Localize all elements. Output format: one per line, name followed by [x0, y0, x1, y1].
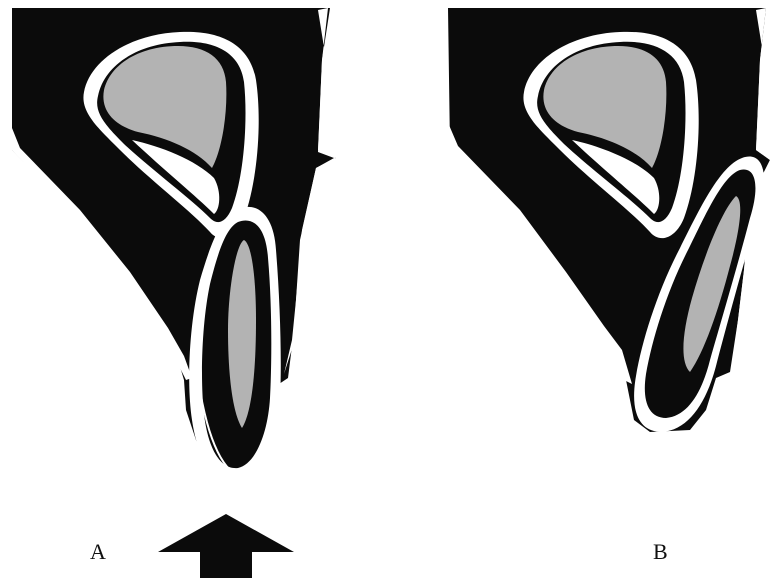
panel-label-a: A — [90, 541, 106, 563]
force-arrow-up-icon — [158, 514, 294, 578]
panel-label-b: B — [653, 541, 668, 563]
panel-b-drawing — [446, 8, 774, 432]
panel-a-drawing — [8, 8, 336, 484]
